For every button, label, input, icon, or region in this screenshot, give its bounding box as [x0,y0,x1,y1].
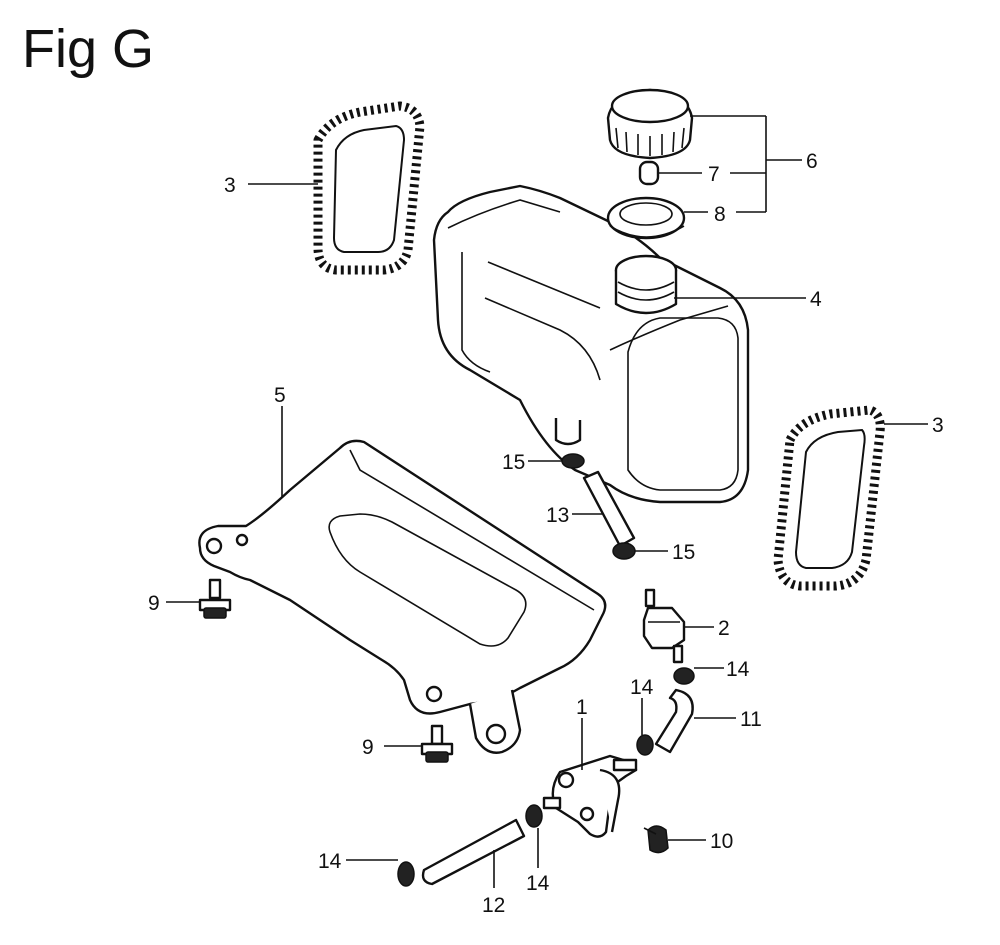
filler-cap [606,88,694,160]
gasket-right [773,405,885,591]
fuel-tube-upper [582,470,636,548]
fuel-cock [542,754,638,838]
callout-12: 12 [482,894,505,917]
tube-clip-lower [612,542,636,560]
callouts: 3 4 3 5 6 7 8 15 13 15 2 14 14 11 1 9 9 … [148,150,944,917]
callout-9-upper: 9 [148,592,160,615]
leader-lines [166,115,928,888]
tube-clip-cock-left [525,804,543,828]
fuel-tube-lower [421,818,526,886]
callout-14-lower-end: 14 [318,850,342,873]
fuel-strainer [606,196,686,240]
callout-14-filter: 14 [726,658,750,681]
tank-bracket [198,439,607,754]
callout-1: 1 [576,696,588,719]
callout-15-lower: 15 [672,541,695,564]
callout-14-cock-left: 14 [526,872,550,895]
callout-11: 11 [740,708,762,731]
figure-title: Fig G [22,19,155,79]
callout-13: 13 [546,504,569,527]
callout-3-left: 3 [224,174,236,197]
flange-bolt-lower [420,724,454,763]
fuel-tube-filter-to-cock [654,688,694,754]
callout-4: 4 [810,288,822,311]
tube-clip-lower-end [397,861,415,887]
callout-9-lower: 9 [362,736,374,759]
callout-5: 5 [274,384,286,407]
cap-seal [638,160,660,186]
flange-bolt-upper [198,578,232,619]
callout-2: 2 [718,617,730,640]
gasket-upper-left [313,101,425,275]
clip [643,825,669,854]
fuel-tank [432,184,750,504]
tube-clip-upper [561,453,585,469]
callout-7: 7 [708,163,720,186]
callout-6: 6 [806,150,818,173]
callout-8: 8 [714,203,726,226]
callout-10: 10 [710,830,733,853]
callout-15-upper: 15 [502,451,525,474]
tube-clip-filter [673,667,695,685]
callout-3-right: 3 [932,414,944,437]
fuel-filter [642,588,686,664]
callout-14-cock-right: 14 [630,676,654,699]
tube-clip-cock-right [636,734,654,756]
